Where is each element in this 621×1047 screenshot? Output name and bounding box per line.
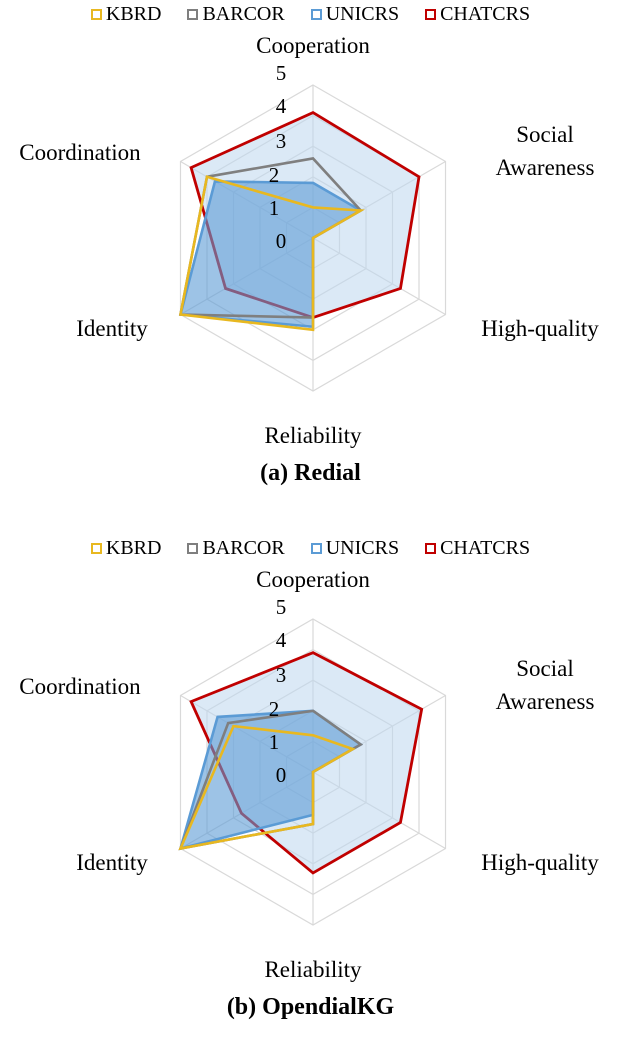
chart-legend: KBRD BARCOR UNICRS CHATCRS	[0, 534, 621, 562]
legend-item-barcor: BARCOR	[187, 534, 285, 562]
axis-label-line: Cooperation	[256, 33, 370, 58]
chart-title: (a) Redial	[260, 460, 361, 486]
axis-label-line: Awareness	[496, 689, 595, 714]
axis-label-reliability: Reliability	[264, 423, 362, 448]
axis-label-coordination: Coordination	[19, 674, 141, 699]
axis-label-cooperation: Cooperation	[256, 33, 370, 58]
tick-label: 0	[276, 763, 287, 787]
axis-label-line: Coordination	[19, 674, 141, 699]
legend-swatch-unicrs	[310, 542, 322, 554]
legend-item-unicrs: UNICRS	[310, 534, 400, 562]
legend-swatch-chatcrs	[425, 8, 437, 20]
tick-label: 1	[269, 730, 280, 754]
legend-swatch-chatcrs	[425, 542, 437, 554]
axis-label-reliability: Reliability	[264, 957, 362, 982]
axis-label-cooperation: Cooperation	[256, 567, 370, 592]
axis-label-line: Identity	[76, 850, 148, 875]
legend-swatch-barcor	[187, 542, 199, 554]
axis-label-high-quality: High-quality	[481, 850, 599, 875]
axis-label-identity: Identity	[76, 850, 148, 875]
radar-panel-opendialkg: KBRD BARCOR UNICRS CHATCRS 0 1 2 3 4 5 Coopera…	[0, 534, 621, 1047]
legend-label: BARCOR	[202, 536, 285, 559]
tick-label: 5	[276, 595, 287, 619]
axis-label-line: High-quality	[481, 850, 599, 875]
tick-label: 3	[276, 129, 287, 153]
legend-label: KBRD	[105, 536, 162, 559]
series-kbrd	[178, 175, 366, 332]
legend-label: CHATCRS	[440, 2, 531, 25]
axis-label-line: Awareness	[496, 155, 595, 180]
series-kbrd	[178, 724, 356, 851]
tick-label: 5	[276, 61, 287, 85]
legend-swatch-kbrd	[90, 542, 102, 554]
tick-label: 0	[276, 229, 287, 253]
tick-label: 4	[276, 94, 287, 118]
tick-label: 4	[276, 628, 287, 652]
legend-label: UNICRS	[325, 2, 400, 25]
legend-label: CHATCRS	[440, 536, 531, 559]
axis-label-line: Reliability	[264, 957, 362, 982]
legend-swatch-unicrs	[310, 8, 322, 20]
axis-label-line: Reliability	[264, 423, 362, 448]
axis-label-line: Coordination	[19, 140, 141, 165]
legend-label: BARCOR	[202, 2, 285, 25]
legend-label: UNICRS	[325, 536, 400, 559]
axis-label-high-quality: High-quality	[481, 316, 599, 341]
axis-label-line: Identity	[76, 316, 148, 341]
legend-item-kbrd: KBRD	[90, 534, 162, 562]
tick-label: 1	[269, 196, 280, 220]
axis-label-line: High-quality	[481, 316, 599, 341]
axis-label-coordination: Coordination	[19, 140, 141, 165]
axis-label-line: Social	[516, 122, 574, 147]
axis-label-line: Cooperation	[256, 567, 370, 592]
legend-item-barcor: BARCOR	[187, 0, 285, 28]
legend-item-unicrs: UNICRS	[310, 0, 400, 28]
tick-label: 2	[269, 697, 280, 721]
legend-label: KBRD	[105, 2, 162, 25]
legend-item-chatcrs: CHATCRS	[425, 534, 530, 562]
tick-label: 3	[276, 663, 287, 687]
legend-item-chatcrs: CHATCRS	[425, 0, 530, 28]
legend-swatch-kbrd	[90, 8, 102, 20]
tick-label: 2	[269, 163, 280, 187]
radar-panel-redial: KBRD BARCOR UNICRS CHATCRS 0 1 2 3 4 5 Coopera…	[0, 0, 621, 513]
axis-label-line: Social	[516, 656, 574, 681]
legend-swatch-barcor	[187, 8, 199, 20]
chart-title: (b) OpendialKG	[226, 994, 395, 1020]
axis-label-identity: Identity	[76, 316, 148, 341]
legend-item-kbrd: KBRD	[90, 0, 162, 28]
chart-legend: KBRD BARCOR UNICRS CHATCRS	[0, 0, 621, 28]
